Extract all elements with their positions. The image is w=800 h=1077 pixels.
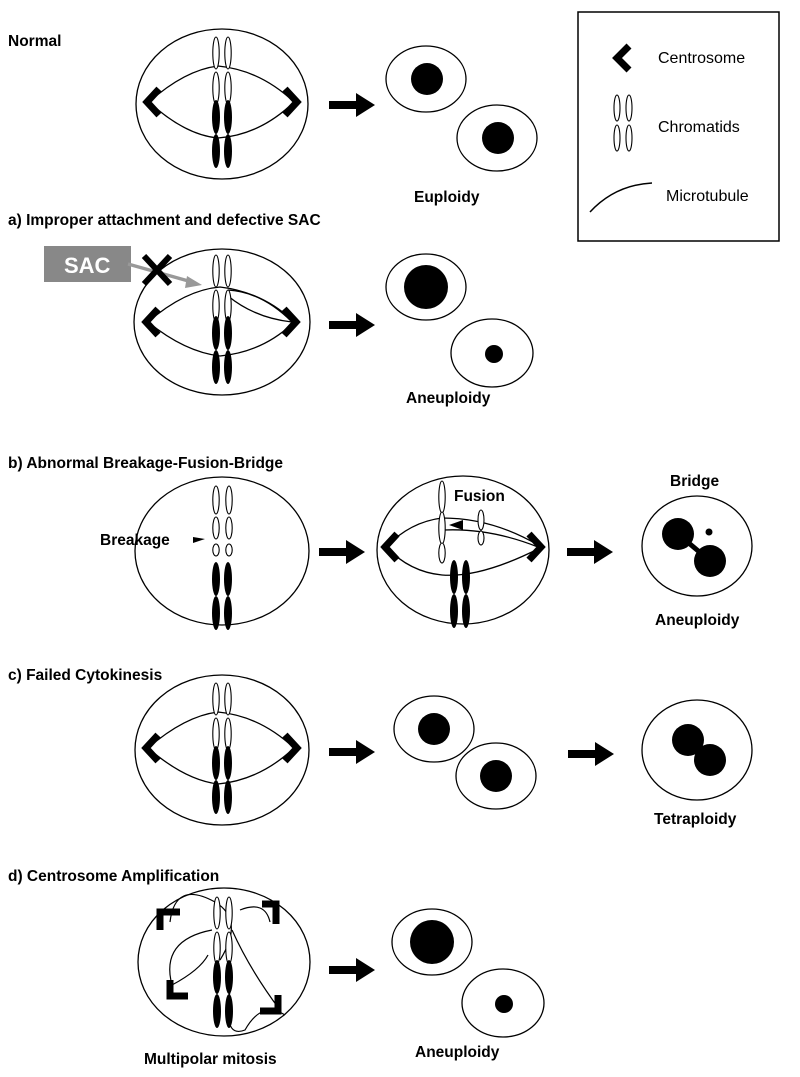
legend-microtubule-label: Microtubule [666, 188, 749, 205]
panel-normal: Normal Euploidy [8, 28, 538, 206]
legend-centrosome-label: Centrosome [658, 50, 745, 67]
daughter-cell [450, 318, 534, 388]
sac-arrowhead-icon [185, 276, 202, 288]
cross-icon [141, 253, 173, 287]
arrow-icon [329, 313, 375, 337]
daughter-cell [455, 742, 537, 810]
tetraploid-cell [641, 699, 753, 801]
centrosome-icon [260, 995, 282, 1015]
daughter-cell [391, 908, 473, 976]
arrow-icon [329, 93, 375, 117]
legend: Centrosome Chromatids Microtubule [577, 11, 780, 242]
daughter-cell [385, 45, 467, 113]
centrosome-icon [166, 980, 188, 1000]
centrosome-legend-icon [612, 43, 632, 73]
panel-c-result-label: Tetraploidy [654, 811, 737, 828]
panel-a-title: a) Improper attachment and defective SAC [8, 212, 321, 229]
centrosome-icon [262, 900, 280, 924]
bridge-cell [641, 495, 753, 597]
arrow-icon [329, 958, 375, 982]
daughter-cell [461, 968, 545, 1038]
panel-c-title: c) Failed Cytokinesis [8, 667, 162, 684]
panel-d: d) Centrosome Amplification Multipolar m… [8, 868, 545, 1068]
sac-checkpoint: SAC [44, 246, 202, 288]
chromatids-icon [438, 480, 485, 564]
panel-c: c) Failed Cytokinesis Tetraploidy [8, 667, 753, 828]
panel-b-fusion-cell [376, 475, 550, 628]
breakage-pointer-icon [193, 537, 205, 543]
chromatids-icon [212, 485, 233, 557]
legend-frame [577, 11, 780, 242]
sac-label: SAC [64, 253, 111, 278]
multipolar-mitosis-label: Multipolar mitosis [144, 1051, 277, 1068]
breakage-label: Breakage [100, 532, 170, 549]
fusion-pointer-icon [449, 520, 463, 530]
legend-chromatids-label: Chromatids [658, 119, 740, 136]
sac-box [44, 246, 131, 282]
bridge-label: Bridge [670, 473, 719, 490]
panel-b-result-label: Aneuploidy [655, 612, 740, 629]
panel-d-result-label: Aneuploidy [415, 1044, 500, 1061]
arrow-icon [329, 740, 375, 764]
panel-c-dividing-cell [134, 674, 310, 826]
panel-a-result-label: Aneuploidy [406, 390, 491, 407]
panel-d-multipolar-cell [137, 887, 311, 1037]
daughter-cell [393, 695, 475, 763]
daughter-cell [456, 104, 538, 172]
panel-b-breakage-cell [134, 476, 310, 630]
chromatids-legend-icon [613, 94, 633, 152]
panel-b-title: b) Abnormal Breakage-Fusion-Bridge [8, 455, 283, 472]
normal-result-label: Euploidy [414, 189, 480, 206]
fusion-label: Fusion [454, 488, 505, 505]
arrow-icon [567, 540, 613, 564]
panel-a: a) Improper attachment and defective SAC… [8, 212, 534, 407]
arrow-icon [319, 540, 365, 564]
arrow-icon [568, 742, 614, 766]
panel-b: b) Abnormal Breakage-Fusion-Bridge Break… [8, 455, 753, 630]
microtubule-legend-icon [589, 182, 653, 213]
normal-dividing-cell [135, 28, 309, 180]
panel-a-dividing-cell [133, 248, 311, 396]
centrosome-icon [156, 908, 180, 930]
panel-d-title: d) Centrosome Amplification [8, 868, 219, 885]
daughter-cell [385, 253, 467, 321]
panel-normal-title: Normal [8, 33, 61, 50]
